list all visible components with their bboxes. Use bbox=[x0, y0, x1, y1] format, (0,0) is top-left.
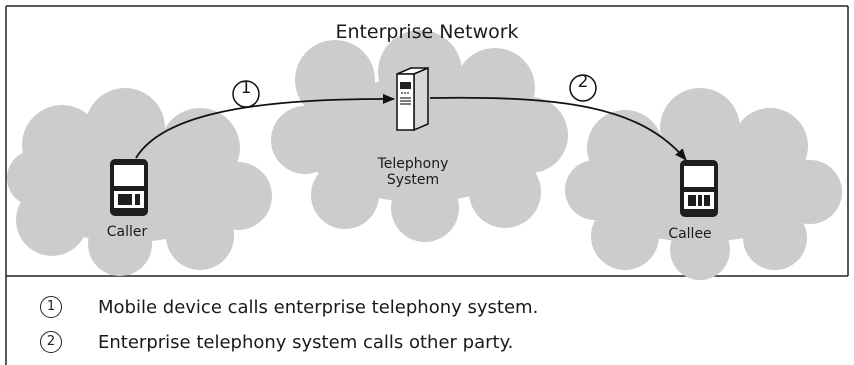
telephony-server-icon bbox=[396, 66, 429, 132]
arrow-step-2 bbox=[429, 96, 687, 161]
step-2-number: 2 bbox=[577, 72, 589, 92]
enterprise-cloud bbox=[271, 30, 568, 242]
telephony-label-line2: System bbox=[386, 172, 440, 189]
caller-cloud bbox=[7, 88, 272, 276]
step-2-circle bbox=[569, 74, 597, 102]
caller-label: Caller bbox=[106, 224, 148, 240]
callee-phone-icon bbox=[680, 160, 718, 217]
legend-1-number: 1 bbox=[40, 296, 62, 318]
telephony-label-line1: Telephony bbox=[377, 156, 449, 172]
legend-2-text: Enterprise telephony system calls other … bbox=[98, 332, 514, 353]
diagram-title: Enterprise Network bbox=[335, 21, 519, 43]
arrow-step-1 bbox=[135, 93, 395, 159]
legend-2-number: 2 bbox=[40, 331, 62, 353]
telephony-system-label: Telephony System bbox=[358, 156, 468, 188]
callee-cloud bbox=[565, 88, 842, 280]
caller-phone-icon bbox=[110, 159, 148, 216]
step-1-circle bbox=[232, 80, 260, 108]
legend-1-text: Mobile device calls enterprise telephony… bbox=[98, 297, 539, 318]
callee-label: Callee bbox=[668, 226, 712, 242]
step-1-number: 1 bbox=[240, 78, 252, 98]
